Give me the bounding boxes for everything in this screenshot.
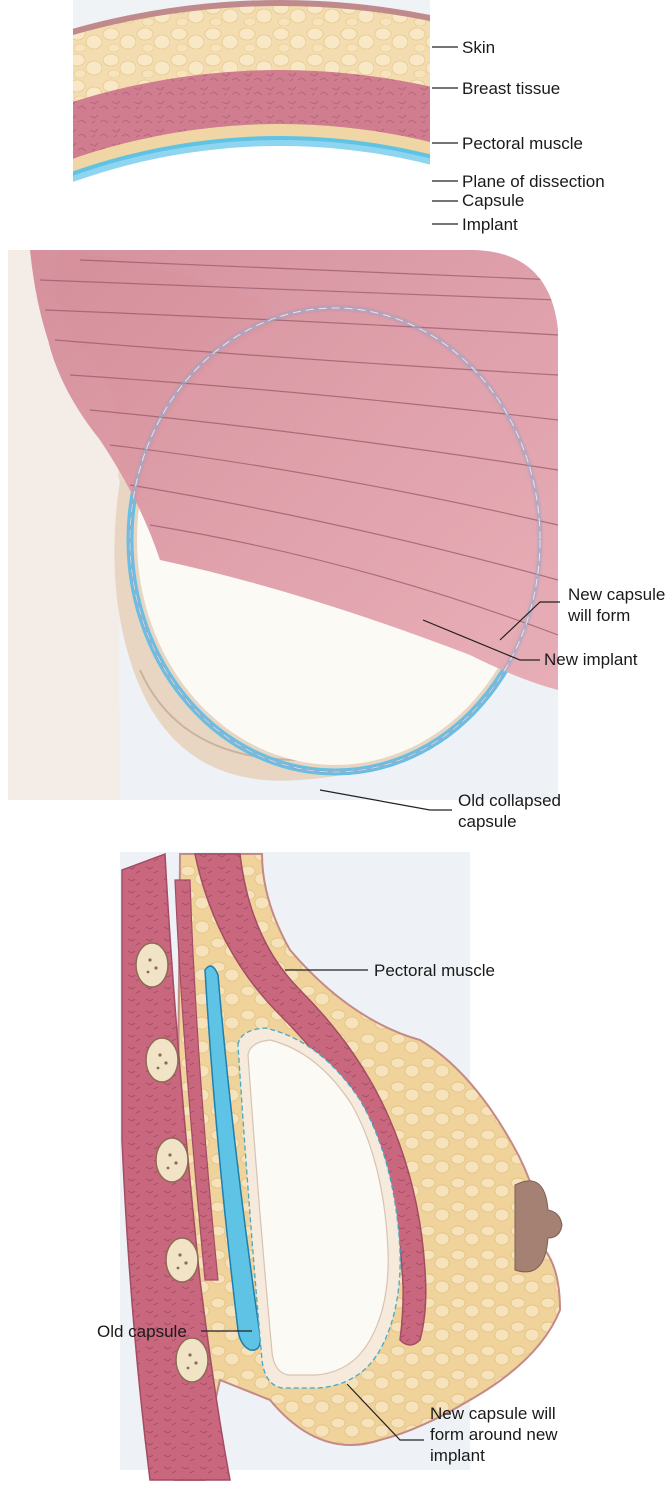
label-old-capsule: Old capsule bbox=[97, 1322, 187, 1341]
label-new-capsule-line3-sagittal: implant bbox=[430, 1446, 485, 1465]
label-pectoral-muscle: Pectoral muscle bbox=[462, 134, 583, 153]
sagittal-view-panel: Pectoral muscle Old capsule New capsule … bbox=[0, 840, 672, 1489]
label-new-capsule-line2: will form bbox=[567, 606, 630, 625]
label-implant: Implant bbox=[462, 215, 518, 234]
frontal-view-panel: New capsule will form New implant Old co… bbox=[0, 240, 672, 840]
label-old-capsule-line1: Old collapsed bbox=[458, 791, 561, 810]
label-new-capsule-line1-sagittal: New capsule will bbox=[430, 1404, 556, 1423]
label-pectoral-muscle-sagittal: Pectoral muscle bbox=[374, 961, 495, 980]
label-breast-tissue: Breast tissue bbox=[462, 79, 560, 98]
label-old-capsule-line2: capsule bbox=[458, 812, 517, 831]
label-new-implant: New implant bbox=[544, 650, 638, 669]
layers-cross-section-panel: Skin Breast tissue Pectoral muscle Plane… bbox=[0, 0, 672, 240]
frontal-view-illustration: New capsule will form New implant Old co… bbox=[0, 240, 672, 840]
label-new-capsule-line1: New capsule bbox=[568, 585, 665, 604]
layers-cross-section-illustration: Skin Breast tissue Pectoral muscle Plane… bbox=[0, 0, 672, 240]
label-skin: Skin bbox=[462, 38, 495, 57]
label-new-capsule-line2-sagittal: form around new bbox=[430, 1425, 558, 1444]
sagittal-view-illustration: Pectoral muscle Old capsule New capsule … bbox=[0, 840, 672, 1489]
label-capsule: Capsule bbox=[462, 191, 524, 210]
nipple bbox=[515, 1181, 562, 1272]
label-plane-of-dissection: Plane of dissection bbox=[462, 172, 605, 191]
